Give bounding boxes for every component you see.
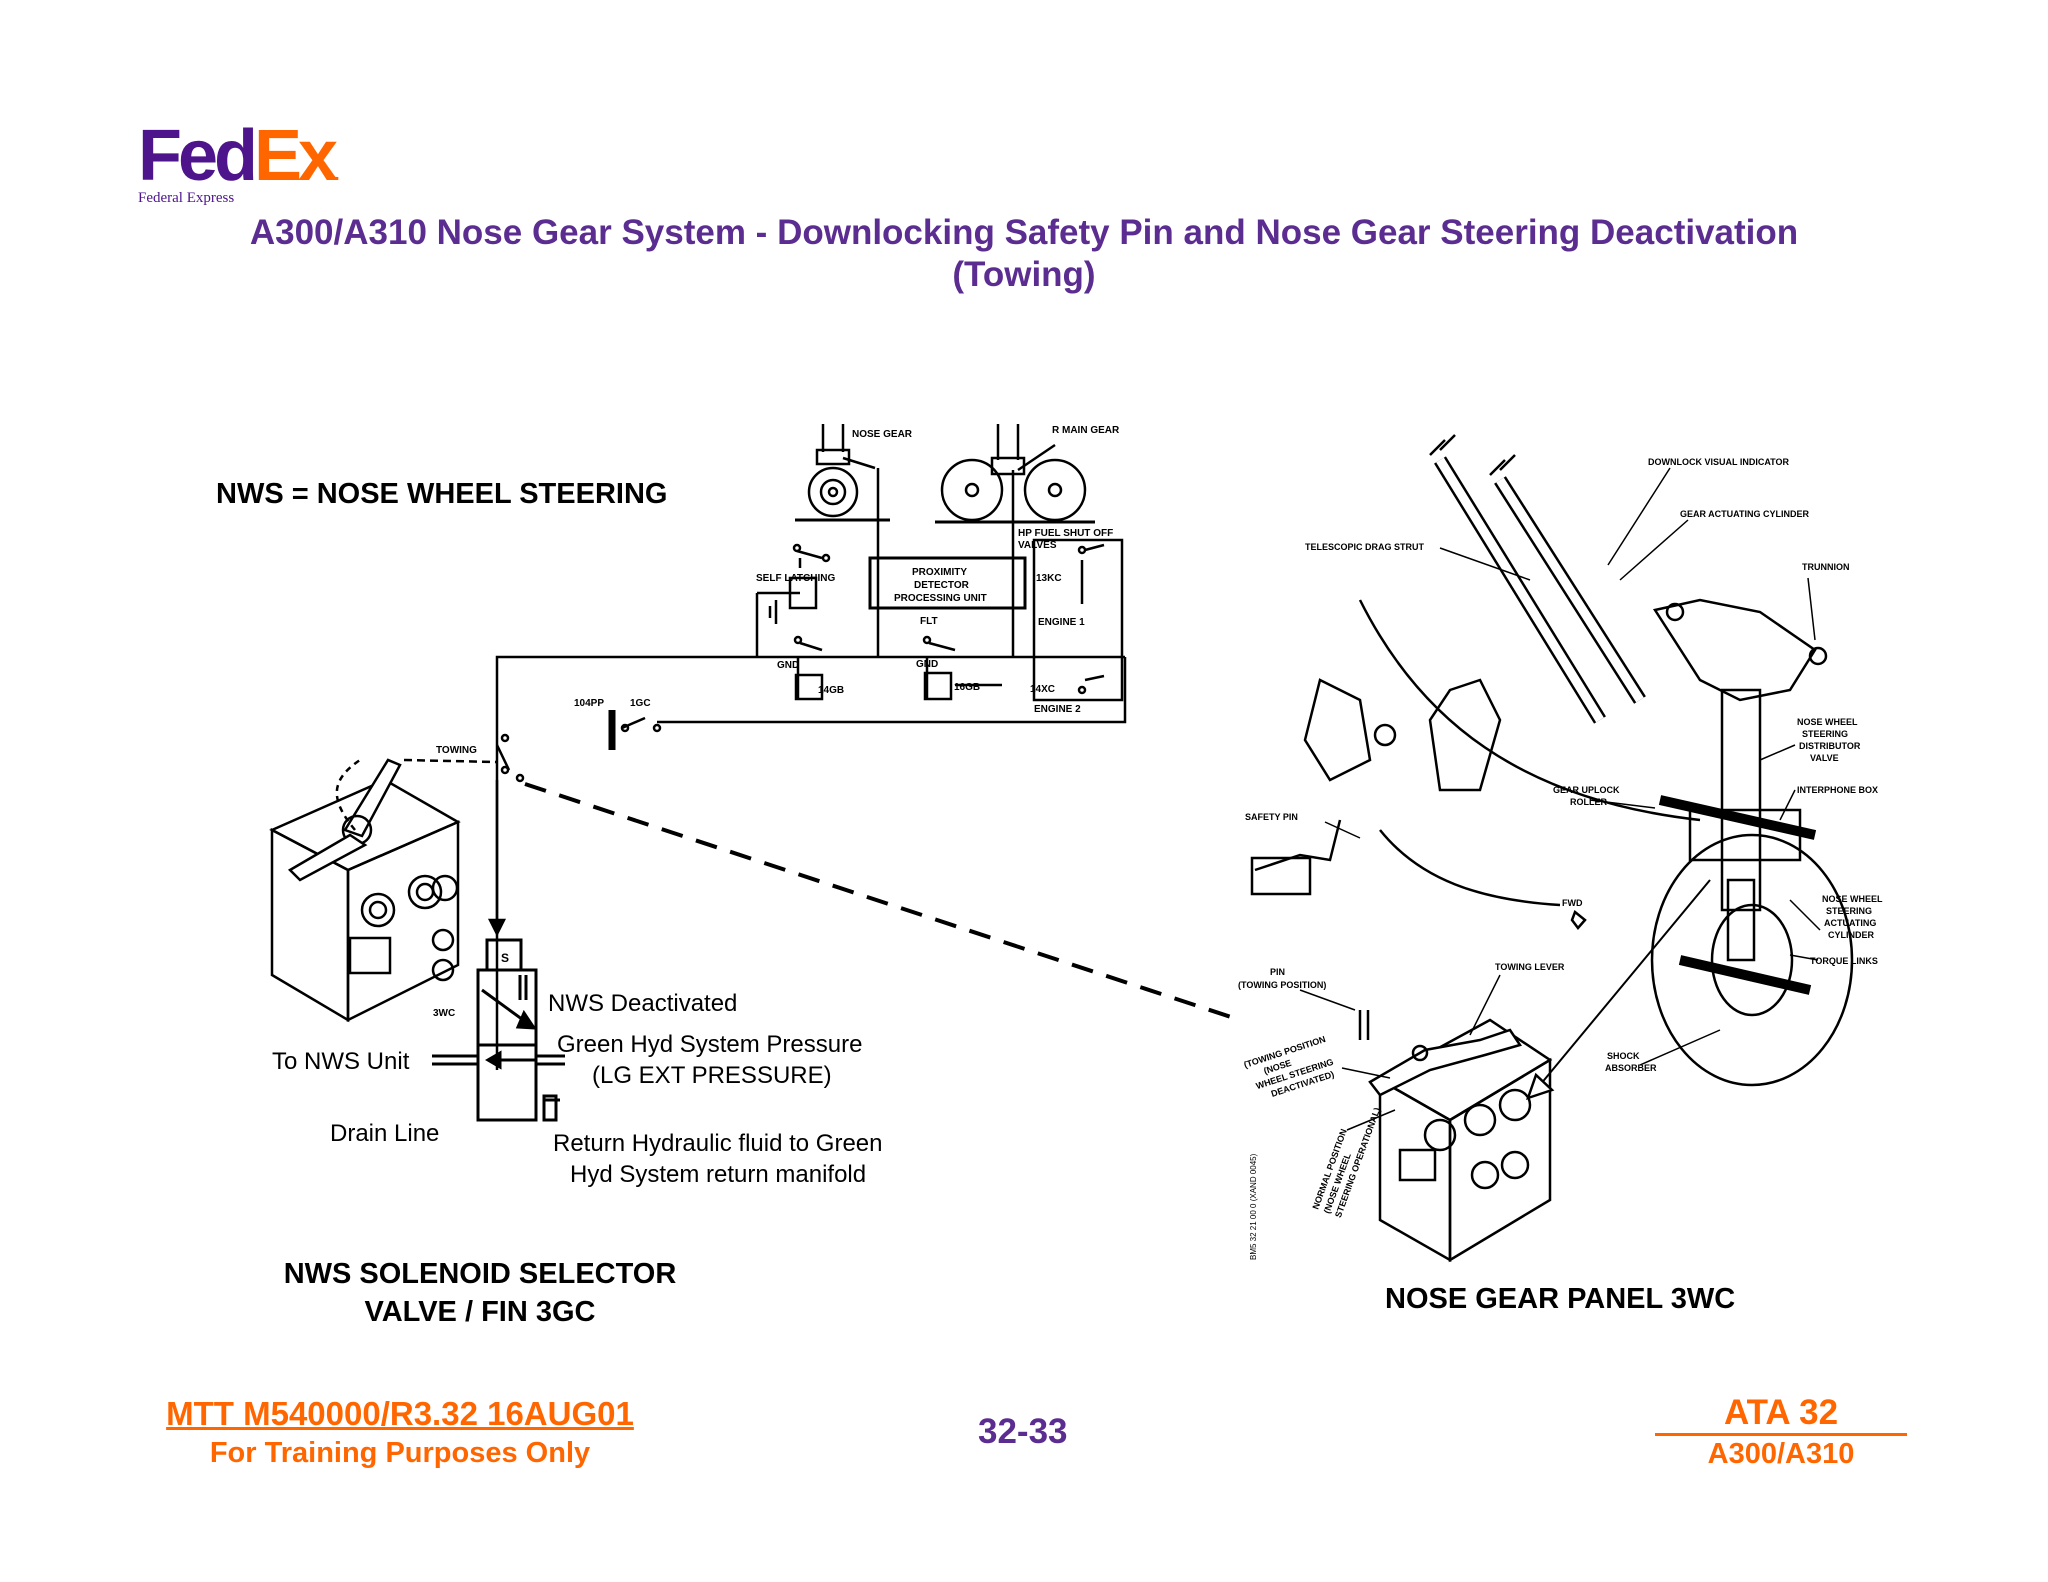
- sch-1gc: 1GC: [630, 698, 651, 709]
- lbl-interphone-box: INTERPHONE BOX: [1797, 785, 1878, 795]
- sch-self-latching: SELF LATCHING: [756, 573, 835, 584]
- logo-fed-text: Fed: [138, 116, 258, 196]
- label-return-1: Return Hydraulic fluid to Green: [553, 1130, 882, 1157]
- lbl-nws-distributor-4: VALVE: [1810, 753, 1839, 763]
- label-drain-line: Drain Line: [330, 1120, 439, 1147]
- sch-engine1: ENGINE 1: [1038, 617, 1085, 628]
- sch-prox-1: PROXIMITY: [912, 567, 967, 578]
- page-title-line2: (Towing): [952, 255, 1096, 294]
- lbl-telescopic-drag-strut: TELESCOPIC DRAG STRUT: [1305, 542, 1425, 552]
- sch-prox-3: PROCESSING UNIT: [894, 593, 987, 604]
- logo-ex-text: Ex: [254, 116, 338, 196]
- sch-14xc: 14XC: [1030, 684, 1055, 695]
- lbl-gear-actuating-cylinder: GEAR ACTUATING CYLINDER: [1680, 509, 1809, 519]
- panel-3wc-drawing: [269, 758, 461, 1023]
- sch-hp-fuel: HP FUEL SHUT OFF: [1018, 528, 1113, 539]
- lbl-pin-towing-2: (TOWING POSITION): [1238, 980, 1326, 990]
- footer-right: ATA 32 A300/A310: [1655, 1393, 1907, 1472]
- sch-solenoid-s: S: [501, 951, 509, 965]
- page-number: 32-33: [978, 1412, 1068, 1451]
- label-to-nws-unit: To NWS Unit: [272, 1048, 410, 1075]
- sch-main-gear: R MAIN GEAR: [1052, 425, 1120, 436]
- lbl-nws-actuating-2: STEERING: [1826, 906, 1872, 916]
- lbl-shock-absorber-1: SHOCK: [1607, 1051, 1640, 1061]
- solenoid-valve-drawing: [432, 938, 565, 1122]
- sch-flt: FLT: [920, 616, 938, 627]
- label-green-pressure-2: (LG EXT PRESSURE): [592, 1062, 832, 1089]
- lbl-uplock-roller-1: GEAR UPLOCK: [1553, 785, 1620, 795]
- sch-gnd-1: GND: [777, 660, 799, 671]
- sch-prox-2: DETECTOR: [914, 580, 970, 591]
- nws-definition: NWS = NOSE WHEEL STEERING: [216, 478, 668, 510]
- label-green-pressure-1: Green Hyd System Pressure: [557, 1031, 862, 1058]
- lbl-torque-links: TORQUE LINKS: [1810, 956, 1878, 966]
- footer-training: For Training Purposes Only: [209, 1437, 591, 1469]
- lbl-trunnion: TRUNNION: [1802, 562, 1850, 572]
- nose-gear-drawing: [795, 424, 890, 522]
- label-return-2: Hyd System return manifold: [570, 1161, 866, 1188]
- lbl-nws-actuating-4: CYLINDER: [1828, 930, 1875, 940]
- main-gear-drawing: [935, 424, 1095, 524]
- lbl-fwd: FWD: [1562, 898, 1583, 908]
- fedex-logo: FedEx. Federal Express: [138, 116, 339, 206]
- lbl-drawing-ref: BM5 32 21 00 0 (XAND 0045): [1249, 1153, 1258, 1260]
- sch-towing: TOWING: [436, 745, 477, 756]
- sch-13kc: 13KC: [1036, 573, 1062, 584]
- footer-ata: ATA 32: [1723, 1393, 1839, 1432]
- sch-engine2: ENGINE 2: [1034, 704, 1081, 715]
- lbl-nws-distributor-2: STEERING: [1802, 729, 1848, 739]
- page-title: A300/A310 Nose Gear System - Downlocking…: [0, 212, 2048, 296]
- sch-nose-gear: NOSE GEAR: [852, 429, 913, 440]
- gear-panel-caption: NOSE GEAR PANEL 3WC: [1385, 1283, 1736, 1315]
- solenoid-caption: NWS SOLENOID SELECTOR VALVE / FIN 3GC: [230, 1255, 730, 1331]
- footer-mtt: MTT M540000/R3.32 16AUG01: [166, 1395, 634, 1432]
- lbl-downlock-indicator: DOWNLOCK VISUAL INDICATOR: [1648, 457, 1789, 467]
- lbl-nws-actuating-1: NOSE WHEEL: [1822, 894, 1883, 904]
- page-title-line1: A300/A310 Nose Gear System - Downlocking…: [249, 213, 1799, 252]
- sch-3wc: 3WC: [433, 1008, 455, 1019]
- footer-ata-rule: [1655, 1433, 1907, 1436]
- footer-left: MTT M540000/R3.32 16AUG01 For Training P…: [140, 1395, 660, 1470]
- lbl-safety-pin: SAFETY PIN: [1245, 812, 1298, 822]
- footer-aircraft: A300/A310: [1707, 1438, 1855, 1470]
- sch-valves: VALVES: [1018, 540, 1057, 551]
- sch-104pp: 104PP: [574, 698, 604, 709]
- solenoid-caption-line2: VALVE / FIN 3GC: [364, 1296, 596, 1328]
- lbl-nws-actuating-3: ACTUATING: [1824, 918, 1876, 928]
- lbl-nws-distributor-3: DISTRIBUTOR: [1799, 741, 1861, 751]
- lbl-uplock-roller-2: ROLLER: [1570, 797, 1607, 807]
- lbl-pin-towing-1: PIN: [1270, 967, 1285, 977]
- lbl-shock-absorber-2: ABSORBER: [1605, 1063, 1657, 1073]
- lbl-nws-distributor-1: NOSE WHEEL: [1797, 717, 1858, 727]
- logo-subtitle: Federal Express: [138, 190, 235, 206]
- drag-strut-drawing: [1429, 434, 1646, 724]
- sch-16gb: 16GB: [954, 682, 980, 693]
- solenoid-caption-line1: NWS SOLENOID SELECTOR: [283, 1258, 677, 1290]
- lbl-towing-lever: TOWING LEVER: [1495, 962, 1565, 972]
- label-nws-deactivated: NWS Deactivated: [548, 990, 737, 1017]
- sch-14gb: 14GB: [818, 685, 844, 696]
- sch-gnd-2: GND: [916, 659, 938, 670]
